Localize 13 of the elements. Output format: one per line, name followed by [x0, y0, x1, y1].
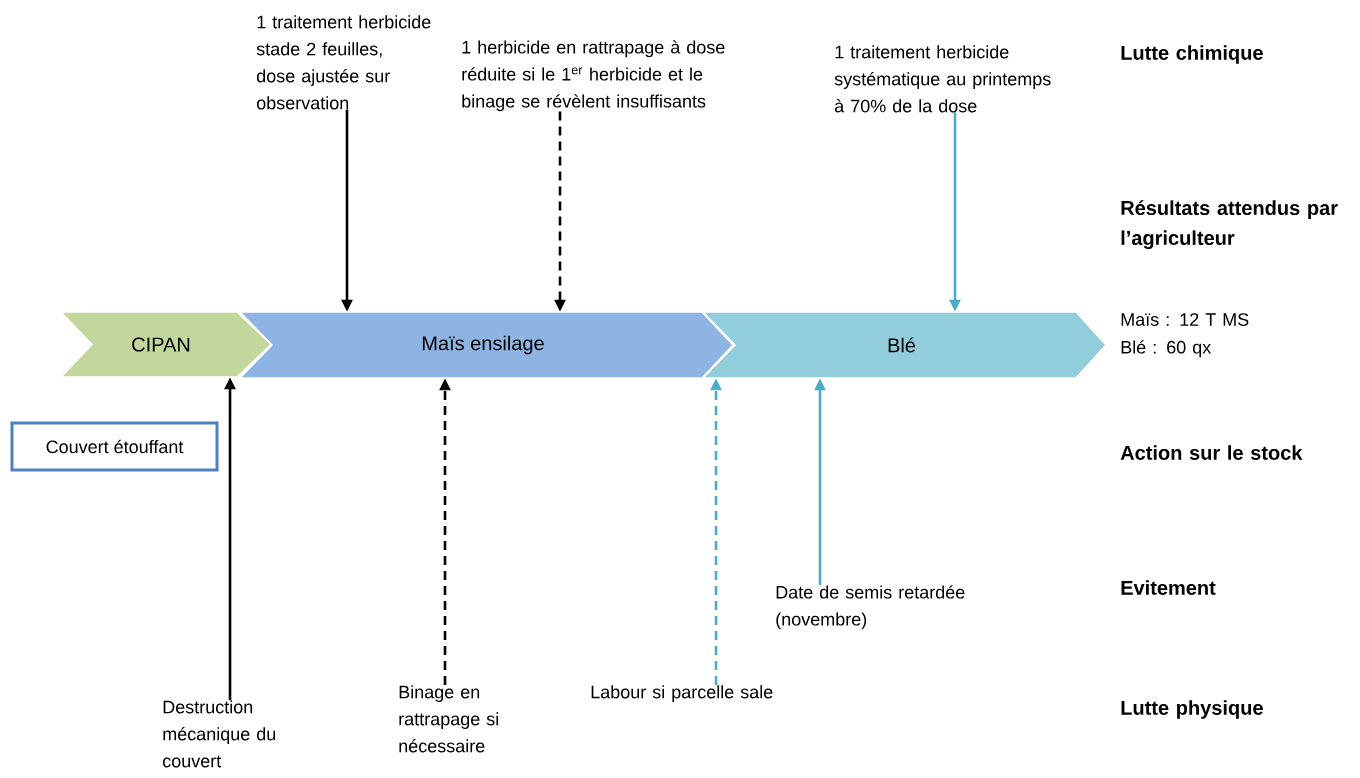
annotation-text: Date de semis retardée (novembre)	[776, 585, 965, 630]
row-heading: Résultats attendus par l’agriculteur	[1121, 200, 1338, 250]
row-heading: Lutte chimique	[1121, 45, 1263, 64]
annotation-text: Binage en rattrapage si nécessaire	[399, 685, 499, 753]
text-box: Couvert étouffant	[10, 421, 219, 472]
annotation-text: 1 traitement herbicide stade 2 feuilles, dose ajustée sur observation	[256, 15, 431, 110]
row-heading: Lutte physique	[1121, 700, 1263, 719]
annotation-text: Labour si parcelle sale	[591, 685, 773, 702]
row-heading: Evitement	[1121, 580, 1216, 595]
annotation-text: Destruction mécanique du couvert	[163, 700, 276, 768]
annotation-text: 1 herbicide en rattrapage à dose réduite si le 1$^{er}$ herbicide et le binage se révèlent insuffisants	[462, 40, 725, 112]
annotation-text: 1 traitement herbicide systématique au printemps à 70% de la dose	[834, 45, 1051, 113]
row-heading: Action sur le stock	[1120, 445, 1303, 460]
